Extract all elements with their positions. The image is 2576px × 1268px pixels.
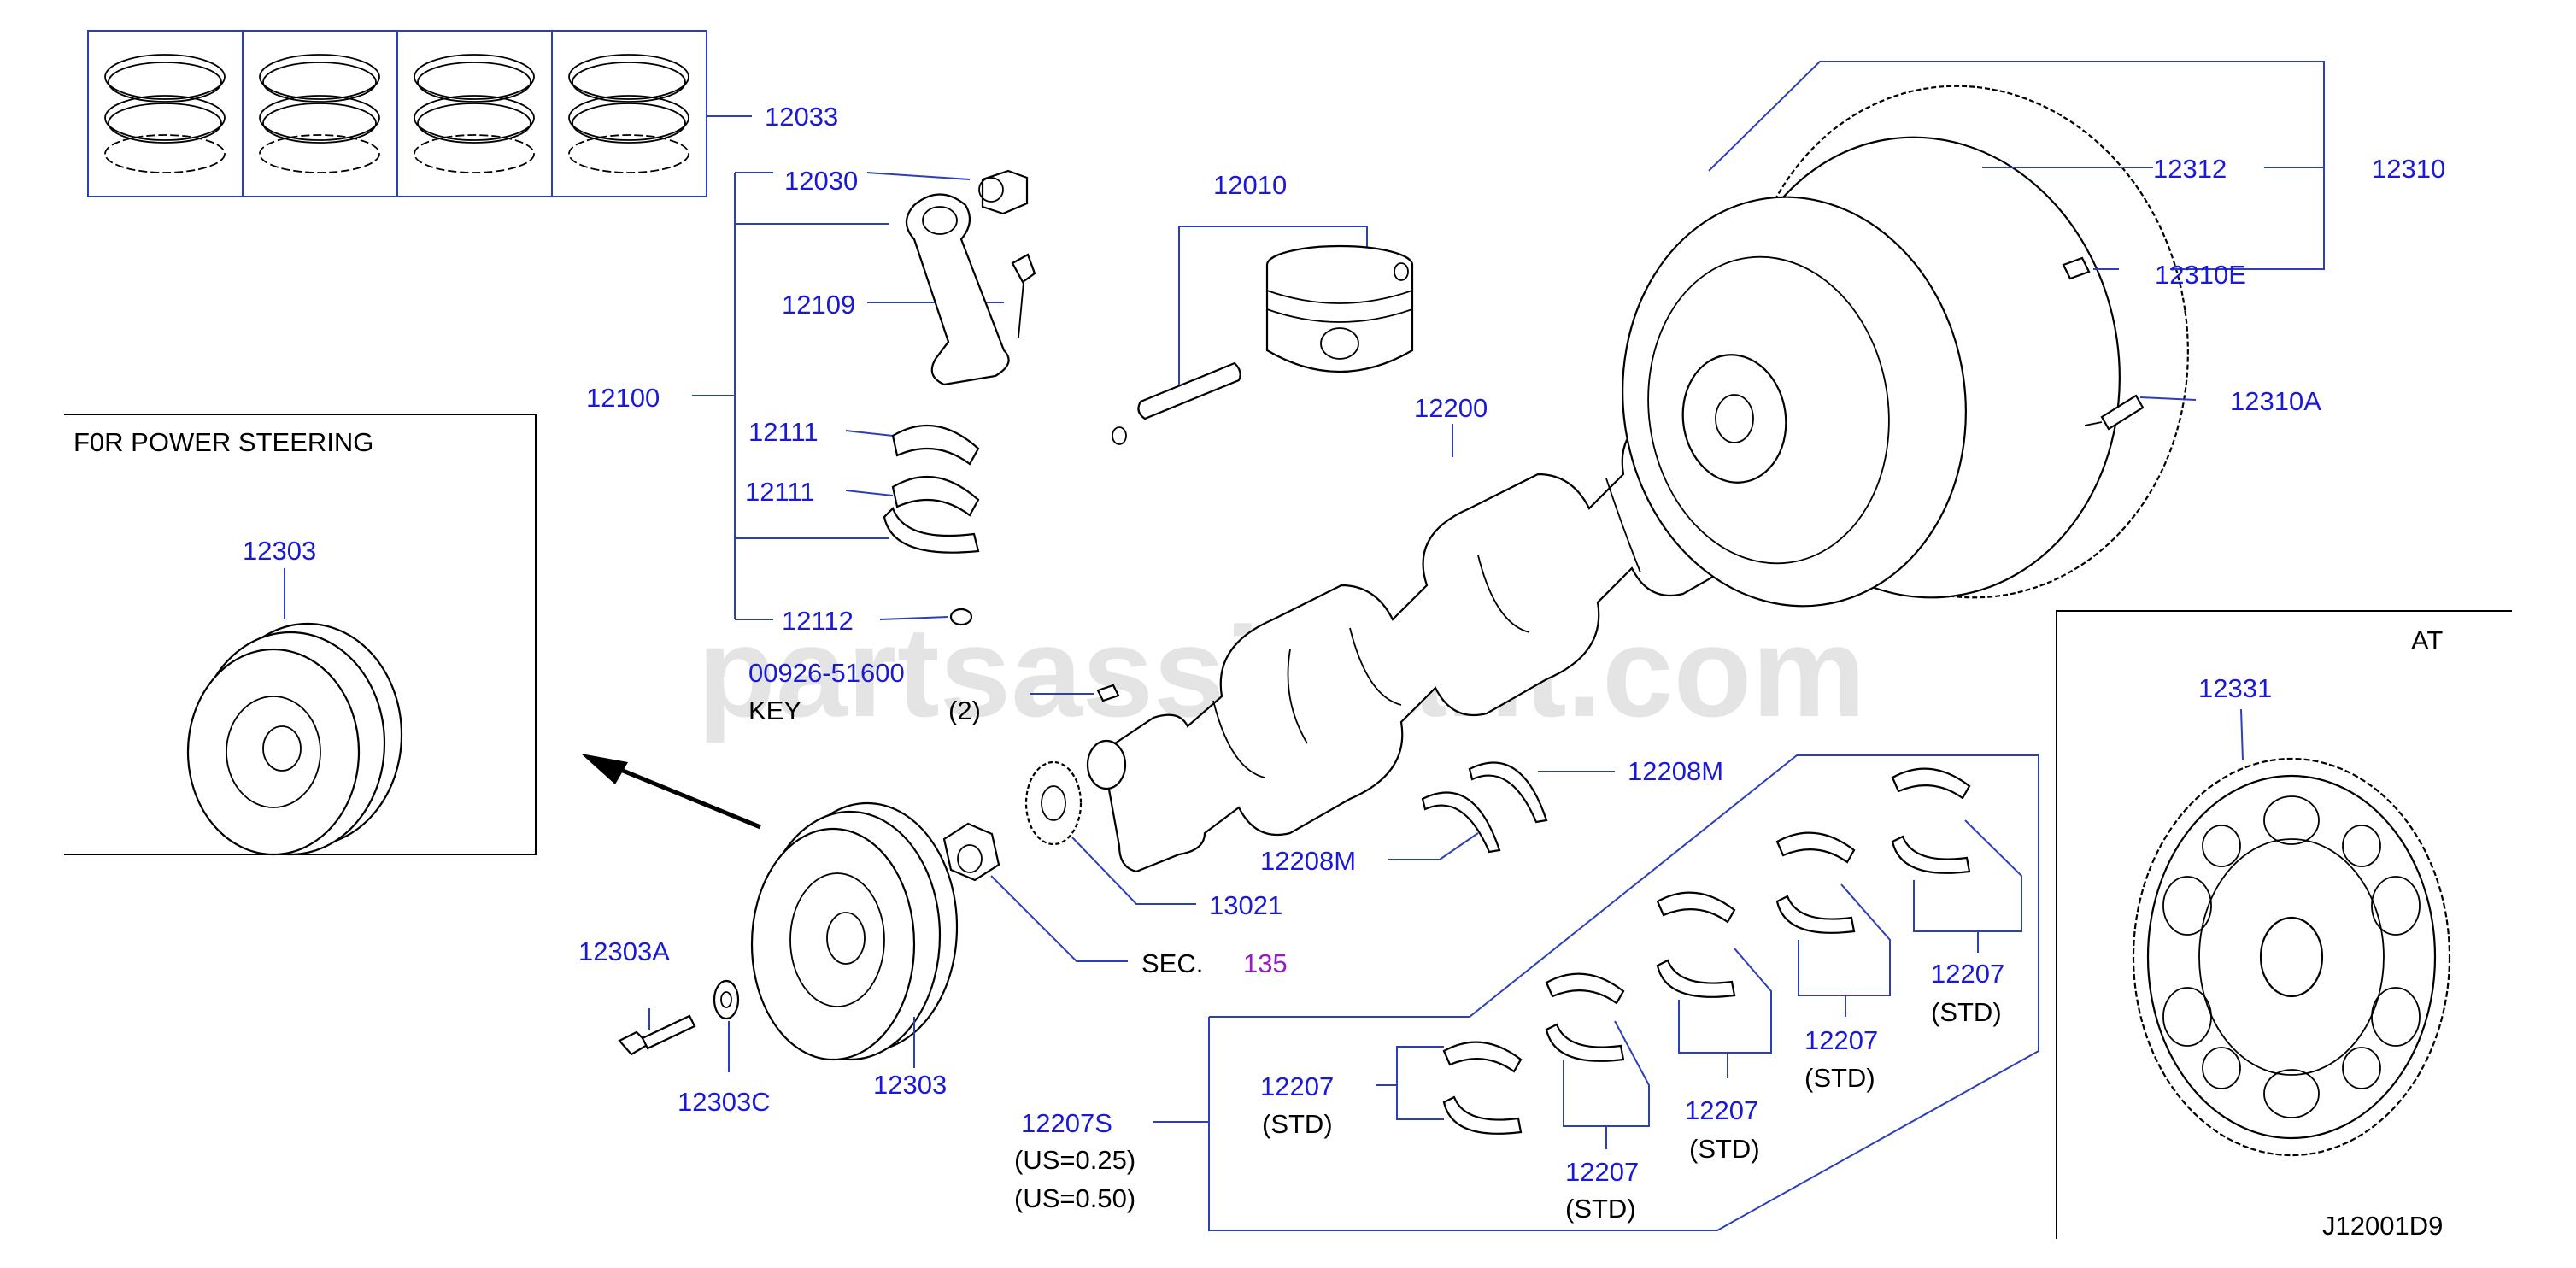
label-b4[interactable]: 12207: [1804, 1025, 1878, 1055]
label-12310A[interactable]: 12310A: [2230, 386, 2321, 416]
label-key-qty: (2): [948, 696, 981, 725]
label-12111-b[interactable]: 12111: [745, 477, 815, 507]
label-b1-std: (STD): [1262, 1109, 1333, 1139]
label-12310[interactable]: 12310: [2372, 154, 2445, 184]
ring-set-4: [568, 54, 689, 173]
washer-12303C[interactable]: [713, 979, 740, 1020]
label-12100[interactable]: 12100: [586, 383, 660, 413]
main-bearing-3[interactable]: [1656, 891, 1736, 998]
piston-ring-sets[interactable]: [87, 30, 707, 197]
label-12200[interactable]: 12200: [1414, 393, 1488, 423]
label-b2-std: (STD): [1565, 1194, 1636, 1224]
thrust-washer-lower[interactable]: [1421, 791, 1501, 854]
ring-set-3: [414, 54, 535, 173]
label-12303C[interactable]: 12303C: [678, 1087, 771, 1117]
label-12109[interactable]: 12109: [782, 290, 855, 320]
connecting-rod[interactable]: [905, 169, 1036, 386]
main-bearing-set-outline: [1208, 754, 2039, 1231]
label-12112[interactable]: 12112: [782, 606, 854, 636]
label-12030[interactable]: 12030: [784, 166, 858, 196]
ring-set-2: [259, 54, 380, 173]
conrod-bracket: [692, 172, 1004, 620]
label-us050: (US=0.50): [1014, 1183, 1135, 1213]
at-inset: AT 12331: [2056, 610, 2512, 1239]
piston[interactable]: [1265, 244, 1414, 373]
label-sec-135[interactable]: 135: [1243, 948, 1288, 978]
crank-pulley-12303[interactable]: [750, 801, 959, 1061]
label-12303A[interactable]: 12303A: [578, 936, 670, 966]
bolt-12310A[interactable]: [2084, 394, 2145, 431]
nut-12112[interactable]: [949, 608, 973, 626]
key-00926-51600[interactable]: [1096, 684, 1120, 702]
crank-nut[interactable]: [942, 822, 1000, 882]
main-bearing-4[interactable]: [1775, 831, 1856, 934]
label-12208M-b[interactable]: 12208M: [1260, 846, 1356, 876]
label-12010[interactable]: 12010: [1213, 170, 1287, 200]
label-sec: SEC.: [1141, 948, 1203, 978]
label-b1[interactable]: 12207: [1260, 1071, 1334, 1101]
label-b2[interactable]: 12207: [1565, 1157, 1639, 1187]
label-00926-51600[interactable]: 00926-51600: [748, 658, 905, 688]
label-b3-std: (STD): [1689, 1134, 1760, 1164]
label-12312[interactable]: 12312: [2153, 154, 2227, 184]
power-steering-title: F0R POWER STEERING: [73, 427, 373, 457]
diagram-code: J12001D9: [2322, 1211, 2443, 1241]
thrust-washer-upper[interactable]: [1468, 761, 1548, 824]
flywheel-bracket: [1708, 61, 2325, 401]
label-12208M-a[interactable]: 12208M: [1628, 756, 1723, 786]
pulley-power-steering[interactable]: [186, 622, 403, 856]
label-12207S[interactable]: 12207S: [1021, 1108, 1112, 1138]
label-key: KEY: [748, 696, 801, 725]
label-12111-a[interactable]: 12111: [748, 417, 819, 447]
label-12303[interactable]: 12303: [873, 1070, 947, 1100]
label-us025: (US=0.25): [1014, 1145, 1135, 1175]
label-b3[interactable]: 12207: [1685, 1095, 1758, 1125]
label-b5[interactable]: 12207: [1931, 959, 2004, 989]
label-b5-std: (STD): [1931, 997, 2002, 1027]
piston-pin[interactable]: [1112, 262, 1409, 445]
direction-arrow: [581, 754, 761, 830]
bearing-12111-lower[interactable]: [883, 475, 980, 554]
bearing-12111-upper[interactable]: [891, 424, 980, 466]
drive-plate-12331[interactable]: [2132, 757, 2451, 1157]
main-bearing-2[interactable]: [1545, 972, 1625, 1062]
ring-set-1: [104, 54, 226, 173]
label-12331[interactable]: 12331: [2198, 673, 2272, 703]
bolt-12303A[interactable]: [618, 1014, 696, 1056]
label-13021[interactable]: 13021: [1209, 890, 1282, 920]
main-bearing-1[interactable]: [1442, 1041, 1523, 1135]
label-inset-12303[interactable]: 12303: [243, 536, 316, 566]
at-inset-title: AT: [2411, 625, 2443, 655]
label-b4-std: (STD): [1804, 1063, 1875, 1093]
dowel-12310E[interactable]: [2062, 256, 2091, 280]
main-bearing-5[interactable]: [1891, 767, 1971, 874]
label-12310E[interactable]: 12310E: [2155, 260, 2246, 290]
label-12033[interactable]: 12033: [765, 102, 838, 132]
flywheel[interactable]: [1597, 57, 2221, 629]
sprocket-13021[interactable]: [1024, 760, 1083, 846]
